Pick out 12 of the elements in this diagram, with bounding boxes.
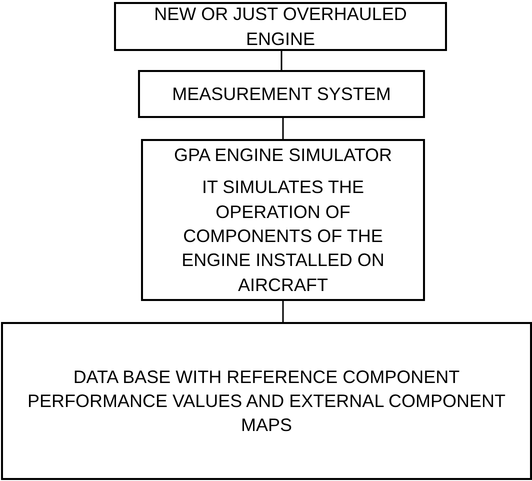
process-box: [1, 322, 532, 480]
box-text: NEW OR JUST OVERHAULED ENGINE: [153, 3, 408, 50]
box-text: MEASUREMENT SYSTEM: [171, 82, 392, 106]
connector-line: [282, 118, 284, 139]
box-text: DATA BASE WITH REFERENCE COMPONENT PERFORMANCE VALUES AND EXTERNAL COMPONENT MAPS: [26, 366, 507, 438]
box-text: IT SIMULATES THE OPERATION OF COMPONENTS OF THE ENGINE INSTALLED ON AIRCRAFT: [180, 176, 386, 297]
process-box: [114, 2, 447, 51]
box-heading: GPA ENGINE SIMULATOR: [172, 144, 394, 168]
process-box: [138, 70, 425, 118]
process-box: [141, 139, 425, 301]
connector-line: [282, 301, 284, 322]
connector-line: [280, 51, 282, 70]
